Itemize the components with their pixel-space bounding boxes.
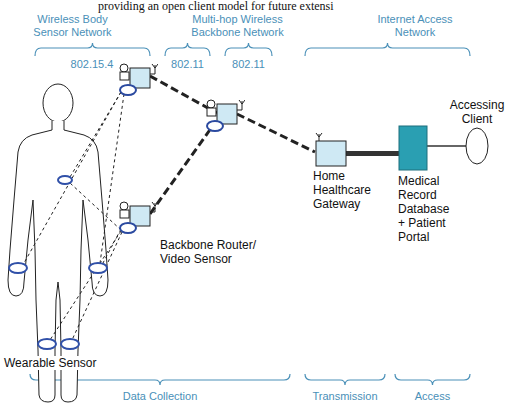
router-symbol (120, 202, 158, 233)
stage-label: Data Collection (100, 390, 220, 403)
protocol-label: 802.11 (221, 58, 276, 71)
backbone-links (150, 76, 315, 214)
connector (346, 151, 399, 156)
node-label: Home Healthcare Gateway (313, 169, 379, 211)
client-oval (466, 128, 488, 164)
stage-label: Access (402, 390, 463, 403)
gateway-box (316, 141, 346, 166)
router-box (130, 206, 150, 226)
wearable-sensors (9, 176, 107, 349)
bracket (305, 374, 385, 385)
node-label: Accessing Client (448, 98, 506, 126)
radio-link (72, 232, 122, 340)
sensor-links (24, 92, 124, 340)
node-icon (398, 125, 454, 171)
database-icon (398, 125, 428, 171)
network-heading: Internet Access Network (370, 13, 460, 39)
sensor-callout: Wearable Sensor (4, 356, 104, 370)
sensor (9, 263, 27, 273)
bracket (165, 43, 210, 56)
node-label: Medical Record Database + Patient Portal (398, 174, 454, 244)
stage-label: Transmission (305, 390, 385, 403)
radio-link (24, 92, 121, 263)
connector (427, 145, 466, 147)
gateway-node: Home Healthcare Gateway (313, 133, 379, 211)
node-label: Backbone Router/ Video Sensor (160, 238, 260, 266)
client-node: Accessing Client (448, 98, 506, 166)
bracket (395, 374, 470, 385)
radio-link (103, 229, 121, 263)
node-icon (448, 126, 506, 166)
protocol-label: 802.15.4 (62, 58, 122, 71)
backbone-link (237, 114, 315, 152)
client-icon (464, 126, 490, 166)
node-icon (313, 133, 379, 167)
sensor (58, 176, 72, 184)
bracket (225, 43, 272, 56)
radio-link (100, 94, 124, 263)
node-icon (118, 200, 260, 236)
bracket (35, 43, 150, 56)
database-box (399, 126, 427, 170)
backbone-link (150, 124, 214, 214)
router-icon (120, 64, 158, 95)
head (43, 84, 73, 122)
router-icon (207, 100, 245, 131)
database-node: Medical Record Database + Patient Portal (398, 125, 454, 244)
bracket (305, 43, 470, 56)
backbone-link (150, 76, 217, 113)
sensor (89, 263, 107, 273)
protocol-label: 802.11 (160, 58, 215, 71)
radio-link (50, 231, 121, 340)
sensor (61, 339, 79, 349)
human-figure (8, 84, 108, 402)
antenna (316, 133, 322, 137)
body-text: providing an open client model for futur… (98, 0, 428, 13)
network-heading: Multi-hop Wireless Backbone Network (175, 13, 300, 39)
radio-link (70, 183, 121, 230)
router-icon (118, 200, 158, 236)
network-heading: Wireless Body Sensor Network (30, 13, 115, 39)
gateway-icon (313, 133, 349, 167)
router-node: Backbone Router/ Video Sensor (118, 200, 260, 266)
sensor (38, 339, 56, 349)
